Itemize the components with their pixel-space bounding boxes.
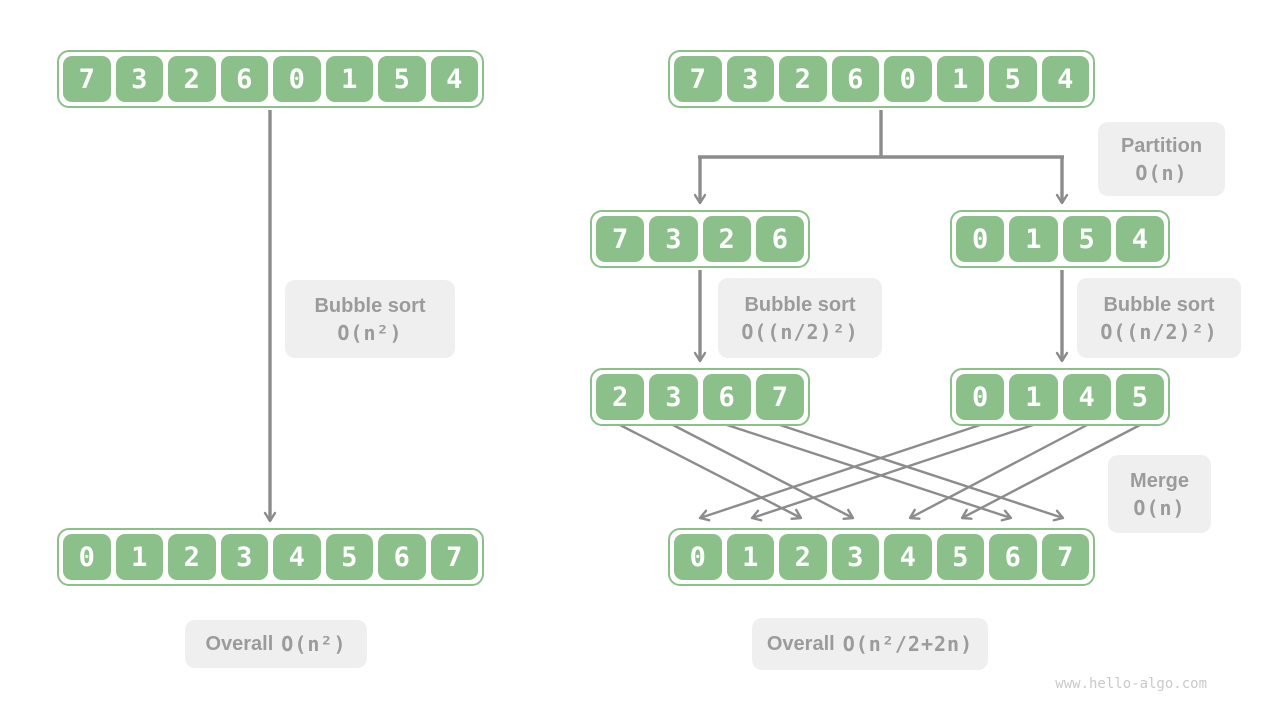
array-cell: 1 [325,56,373,102]
array-cell: 2 [702,216,751,262]
merge-arrow-2 [619,423,803,520]
array-cell: 4 [1062,374,1111,420]
array-cell: 6 [220,56,268,102]
array-cell: 3 [649,374,698,420]
merge-label-title: Merge [1130,469,1189,492]
array-cell: 0 [956,216,1005,262]
merge-label-complexity: O(n) [1133,495,1186,520]
bubble-sort-label-sub-left: Bubble sort O((n/2)²) [718,278,882,358]
overall-label-title: Overall [205,633,274,655]
watermark: www.hello-algo.com [1055,676,1207,692]
bubble-sort-sub-left-complexity: O((n/2)²) [741,319,859,344]
array-cell: 5 [378,56,426,102]
array-cell: 4 [1115,216,1164,262]
array-cell: 0 [956,374,1005,420]
bubble-sort-label-complexity: O(n²) [337,320,403,345]
merge-arrow-0 [698,423,981,522]
array-cell: 4 [884,534,932,580]
partition-label: Partition O(n) [1098,122,1225,196]
array-cell: 0 [273,56,321,102]
merge-arrow-7 [779,423,1065,522]
array-cell: 7 [596,216,645,262]
partition-label-title: Partition [1120,134,1203,157]
array-cell: 0 [674,534,722,580]
array-cell: 2 [779,534,827,580]
partition-label-complexity: O(n) [1135,160,1188,185]
array-cell: 1 [1009,374,1058,420]
merge-arrow-1 [750,423,1034,522]
array-cell: 7 [674,56,722,102]
overall-right-complexity: O(n²/2+2n) [842,632,974,656]
array-cell: 6 [702,374,751,420]
array-cell: 4 [273,534,321,580]
array-cell: 7 [63,56,111,102]
overall-label-complexity: O(n²) [281,632,347,656]
merge-arrow-3 [672,423,855,520]
array-cell: 2 [168,56,216,102]
bubble-sort-label-sub-right: Bubble sort O((n/2)²) [1077,278,1241,358]
bubble-sort-label-left-panel: Bubble sort O(n²) [285,280,455,358]
array-cell: 3 [726,56,774,102]
bubble-sort-sub-right-title: Bubble sort [1103,293,1215,316]
array-cell: 2 [596,374,645,420]
overall-label-left-panel: Overall O(n²) [185,620,367,668]
array-cell: 0 [884,56,932,102]
array-cell: 5 [936,534,984,580]
array-cell: 5 [325,534,373,580]
array-cell: 1 [1009,216,1058,262]
array-cell: 4 [430,56,478,102]
merge-label: Merge O(n) [1108,455,1211,533]
array-cell: 6 [755,216,804,262]
array-cell: 4 [1041,56,1089,102]
array-cell: 1 [936,56,984,102]
array-cell: 2 [779,56,827,102]
array-cell: 3 [649,216,698,262]
array-cell: 3 [220,534,268,580]
array-cell: 5 [1062,216,1111,262]
array-cell: 1 [726,534,774,580]
array-cell: 5 [1115,374,1164,420]
array-cell: 0 [63,534,111,580]
bubble-sort-sub-left-title: Bubble sort [744,293,856,316]
array-cell: 1 [115,534,163,580]
array-cell: 3 [831,534,879,580]
array-cell: 7 [1041,534,1089,580]
merge-arrow-4 [908,423,1088,520]
array-cell: 5 [989,56,1037,102]
overall-right-title: Overall [766,633,835,655]
bubble-sort-label-title: Bubble sort [314,294,426,317]
merge-arrow-6 [726,423,1013,522]
bubble-sort-sub-right-complexity: O((n/2)²) [1100,319,1218,344]
array-cell: 6 [831,56,879,102]
array-cell: 7 [755,374,804,420]
array-cell: 3 [115,56,163,102]
array-cell: 6 [989,534,1037,580]
array-cell: 7 [430,534,478,580]
array-cell: 6 [378,534,426,580]
overall-label-right-panel: Overall O(n²/2+2n) [752,618,988,670]
array-cell: 2 [168,534,216,580]
